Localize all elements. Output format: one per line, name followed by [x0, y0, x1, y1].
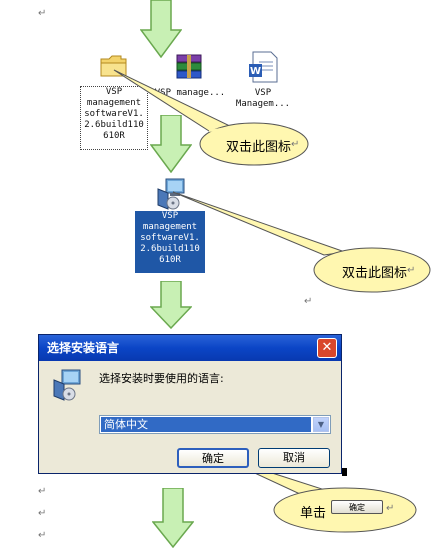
cancel-button[interactable]: 取消	[258, 448, 330, 468]
selected-language[interactable]: 简体中文	[101, 417, 311, 432]
installer-label[interactable]: VSP management softwareV1. 2.6build110 6…	[135, 211, 205, 273]
ok-button[interactable]: 确定	[177, 448, 249, 468]
return-mark: ↵	[386, 503, 395, 514]
setup-icon	[53, 369, 81, 401]
down-arrow-icon	[150, 115, 192, 173]
callout-click: 单击	[300, 506, 327, 521]
language-select[interactable]: 简体中文 ▼	[99, 415, 331, 434]
down-arrow-icon	[140, 0, 182, 58]
dialog-prompt: 选择安装时要使用的语言:	[99, 372, 224, 385]
folder-label[interactable]: VSP management softwareV1. 2.6build110 6…	[80, 86, 148, 150]
ok-button-mini: 确定	[331, 500, 383, 514]
archive-label[interactable]: VSP manage...	[154, 88, 226, 98]
return-mark: ↵	[38, 486, 47, 497]
callout-double-click-installer: 双击此图标	[342, 266, 408, 281]
return-mark: ↵	[38, 530, 47, 541]
document-label[interactable]: VSP Managem...	[235, 88, 291, 109]
return-mark: ↵	[38, 8, 47, 19]
winrar-archive-icon[interactable]	[173, 51, 207, 83]
installer-setup-icon[interactable]	[155, 177, 187, 211]
language-dialog: 选择安装语言 ✕ 选择安装时要使用的语言: 简体中文 ▼ 确定 取消	[38, 334, 342, 474]
dialog-title: 选择安装语言	[39, 335, 341, 361]
close-button[interactable]: ✕	[317, 338, 337, 358]
chevron-down-icon[interactable]: ▼	[313, 417, 329, 432]
down-arrow-icon	[152, 488, 194, 548]
return-mark: ↵	[291, 139, 300, 150]
return-mark: ↵	[304, 296, 313, 307]
callout-double-click-folder: 双击此图标	[226, 140, 292, 155]
word-document-icon[interactable]: W	[247, 50, 279, 84]
return-mark: ↵	[38, 508, 47, 519]
cursor-mark	[342, 468, 347, 476]
down-arrow-icon	[150, 281, 192, 329]
svg-text:W: W	[250, 66, 261, 77]
return-mark: ↵	[407, 265, 416, 276]
